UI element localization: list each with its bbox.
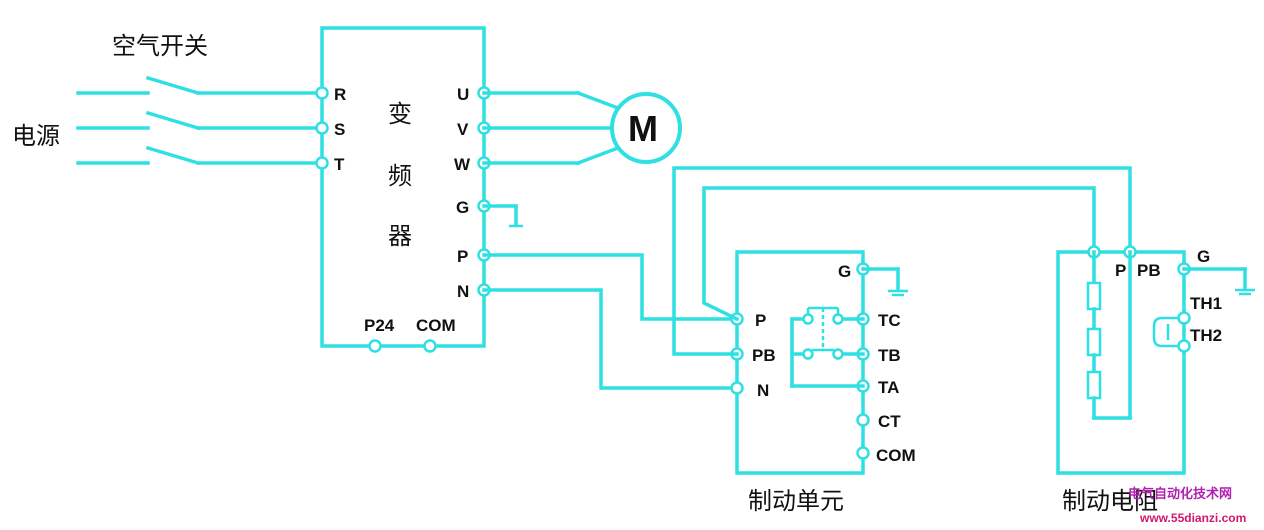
wire-inverter-p-to-unit-p [482,253,739,321]
inverter-box [320,26,486,348]
terminal-v-label: V [457,120,469,139]
resistor-elements [1086,250,1132,420]
terminal-p-label: P [457,247,468,266]
resistor-terminal-p-label: P [1115,261,1126,280]
terminal-r-label: R [334,85,346,104]
motor-circle [610,92,682,164]
wire-unit-pb-to-resistor-pb [672,166,1132,356]
ground-symbol-resistor [1182,267,1255,296]
terminal-w-label: W [454,155,471,174]
air-switch-contacts [145,75,322,166]
resistor-terminal-th1 [1177,311,1191,325]
thermal-switch [1152,316,1179,348]
unit-terminal-tb-label: TB [878,346,901,365]
braking-resistor-box [1056,250,1186,475]
resistor-terminal-th2 [1177,339,1191,353]
relay-contacts [790,306,865,388]
terminal-com-inverter [423,339,437,353]
unit-terminal-pb-label: PB [752,346,776,365]
terminal-t-label: T [334,155,345,174]
wire-inverter-n-to-unit-n [482,288,739,390]
inverter-char-1: 变 [388,100,412,128]
braking-unit-box [735,250,865,475]
terminal-n-label: N [457,282,469,301]
power-lines [76,91,150,165]
unit-terminal-ct-label: CT [878,412,901,431]
unit-terminal-n-label: N [757,381,769,400]
terminal-s-label: S [334,120,345,139]
terminal-t [315,156,329,170]
motor-label: M [628,108,658,149]
power-label: 电源 [12,122,60,150]
inverter-char-3: 器 [388,222,412,250]
braking-unit-caption: 制动单元 [748,487,844,515]
braking-resistor-caption: 制动电阻 [1062,487,1158,515]
inverter-char-2: 频 [388,162,412,190]
unit-terminal-com [856,446,870,460]
unit-terminal-tc-label: TC [878,311,901,330]
terminal-g-label: G [456,198,469,217]
terminal-p24-label: P24 [364,316,395,335]
air-switch-label: 空气开关 [112,32,208,60]
resistor-terminal-g-label: G [1197,247,1210,266]
unit-terminal-g-label: G [838,262,851,281]
unit-terminal-com-label: COM [876,446,916,465]
ground-symbol-inverter [482,204,523,228]
unit-terminal-p-label: P [755,311,766,330]
terminal-u-label: U [457,85,469,104]
watermark-site-name: 电气自动化技术网 [1128,486,1232,502]
resistor-terminal-th2-label: TH2 [1190,326,1222,345]
terminal-r [315,86,329,100]
terminal-s [315,121,329,135]
unit-terminal-ct [856,413,870,427]
motor-wiring [482,90,621,166]
unit-terminal-ta-label: TA [878,378,899,397]
resistor-terminal-th1-label: TH1 [1190,294,1222,313]
ground-symbol-unit [861,267,908,297]
terminal-p24 [368,339,382,353]
terminal-com-inverter-label: COM [416,316,456,335]
watermark-url: www.55dianzi.com [1139,511,1246,525]
wire-unit-p-to-resistor-p [702,186,1096,322]
unit-terminal-n [730,381,744,395]
resistor-terminal-pb-label: PB [1137,261,1161,280]
